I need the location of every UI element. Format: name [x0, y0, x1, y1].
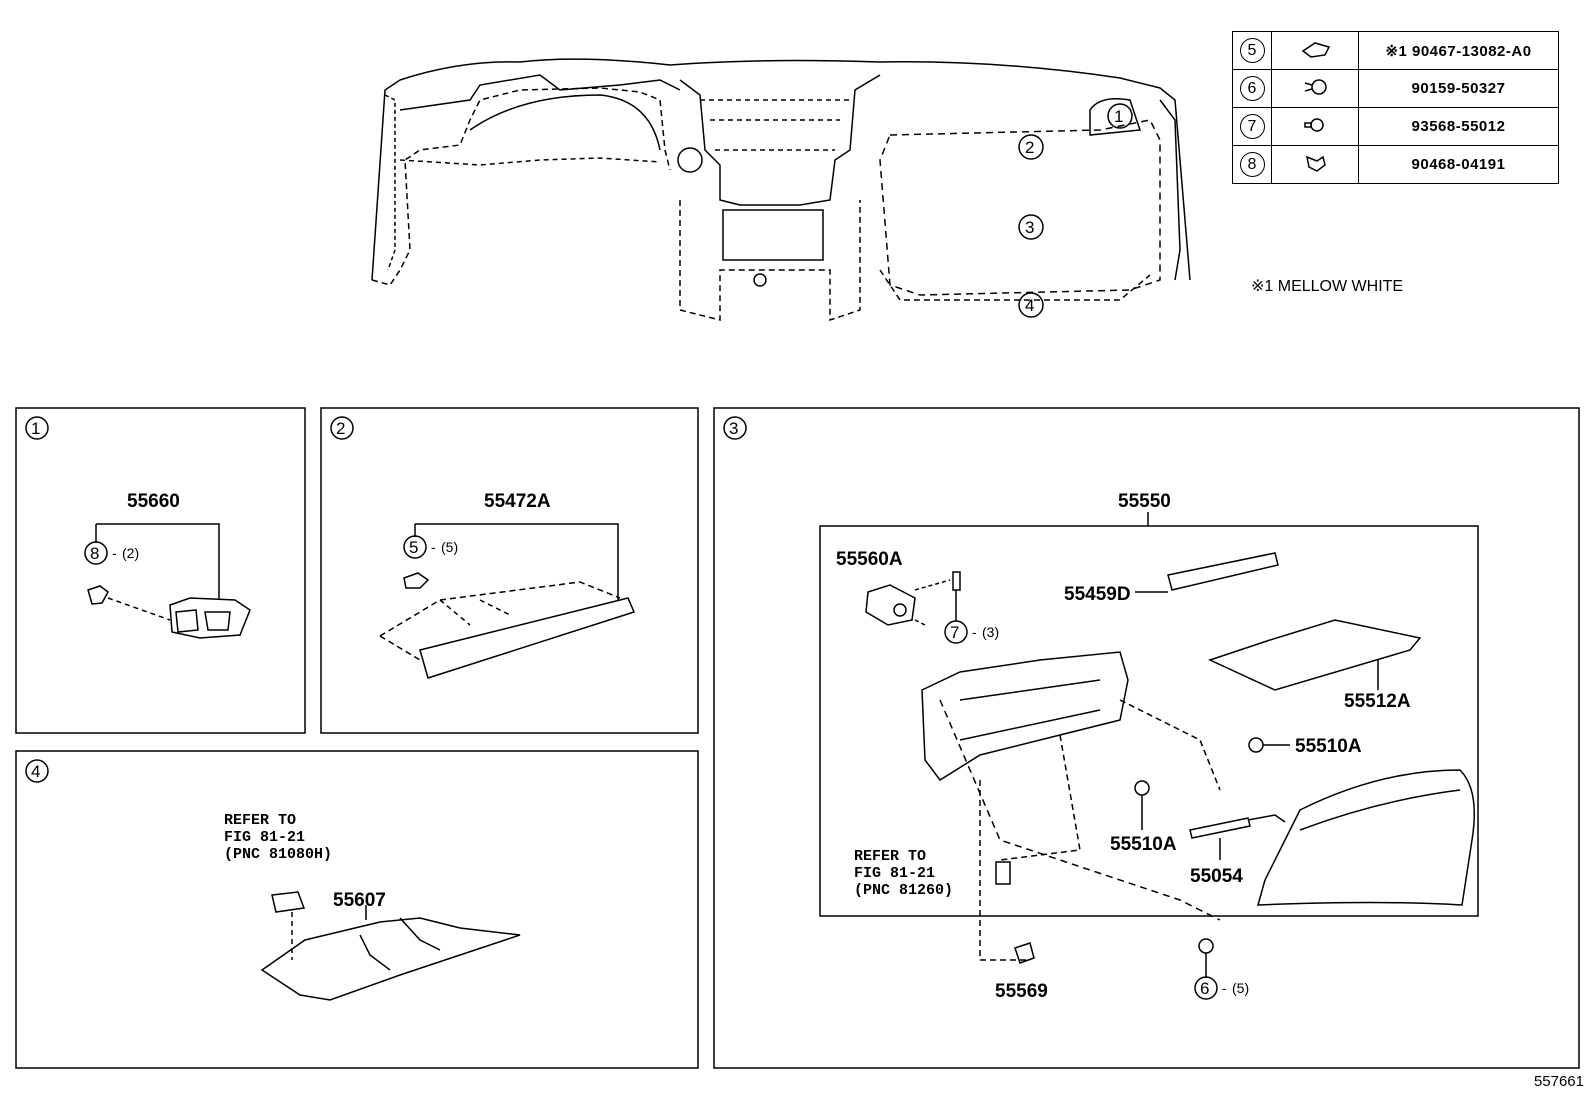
clamp-icon	[1305, 155, 1326, 172]
legend-part-number: 93568-55012	[1358, 107, 1559, 146]
part-55607-label: 55607	[333, 890, 386, 911]
color-note: ※1 MELLOW WHITE	[1251, 278, 1404, 295]
svg-text:-: -	[112, 545, 117, 561]
svg-text:6: 6	[1200, 979, 1209, 998]
panel-2-badge	[330, 416, 354, 440]
part-55510A-label-a: 55510A	[1295, 736, 1362, 757]
overview-callout-2	[1018, 134, 1044, 160]
legend-row: 8 90468-04191	[1232, 145, 1559, 184]
refer-note-81260: REFER TO FIG 81-21 (PNC 81260)	[854, 848, 954, 899]
legend-part-number: 90159-50327	[1358, 69, 1559, 108]
part-55512A-label: 55512A	[1344, 691, 1411, 712]
part-55472A-label: 55472A	[484, 491, 551, 512]
air-vent-part	[84, 523, 251, 639]
svg-text:7: 7	[950, 623, 959, 642]
overview-callout-3	[1018, 214, 1044, 240]
part-55054-label: 55054	[1190, 866, 1243, 887]
part-55660-label: 55660	[127, 491, 180, 512]
legend-num: 7	[1239, 114, 1265, 139]
panel-2-frame	[320, 407, 699, 734]
legend-num: 6	[1239, 76, 1265, 101]
svg-text:-: -	[972, 624, 977, 640]
svg-text:4: 4	[31, 762, 40, 781]
svg-text:2: 2	[1025, 138, 1034, 157]
lower-panel-part	[260, 891, 521, 1001]
panel-3-frame	[713, 407, 1580, 1069]
svg-text:(5): (5)	[441, 539, 458, 555]
svg-text:1: 1	[31, 419, 40, 438]
legend-row: 6 90159-50327	[1232, 69, 1559, 108]
part-55560A-label: 55560A	[836, 549, 903, 570]
panel-4-frame	[15, 750, 699, 1069]
legend-row: 7 93568-55012	[1232, 107, 1559, 146]
part-55550-label: 55550	[1118, 491, 1171, 512]
legend-part-number: ※1 90467-13082-A0	[1358, 31, 1559, 70]
legend-row: 5 ※1 90467-13082-A0	[1232, 31, 1559, 70]
glove-box-assembly	[819, 512, 1479, 1000]
screw-icon	[1304, 78, 1327, 95]
dashboard-overview	[371, 58, 1191, 322]
svg-text:3: 3	[729, 419, 738, 438]
overview-callout-1	[1107, 103, 1133, 129]
svg-text:(2): (2)	[122, 545, 139, 561]
illustration-id: 557661	[1533, 1073, 1584, 1090]
legend-part-number: 90468-04191	[1358, 145, 1559, 184]
svg-text:8: 8	[90, 544, 99, 563]
part-55510A-label-b: 55510A	[1110, 834, 1177, 855]
panel-4-badge	[25, 759, 49, 783]
part-55459D-label: 55459D	[1064, 584, 1131, 605]
part-55569-label: 55569	[995, 981, 1048, 1002]
panel-1-frame	[15, 407, 306, 734]
fastener-legend-table: 5 ※1 90467-13082-A0 6 90159-50327 7 9356…	[1232, 31, 1559, 184]
svg-text:4: 4	[1025, 296, 1034, 315]
svg-text:5: 5	[409, 538, 418, 557]
svg-text:2: 2	[336, 419, 345, 438]
legend-num: 8	[1239, 152, 1265, 177]
svg-text:-: -	[1222, 980, 1227, 996]
panel-1-badge	[25, 416, 49, 440]
legend-num: 5	[1239, 38, 1265, 63]
clip-icon	[1301, 41, 1331, 58]
trim-panel-part	[379, 523, 636, 679]
refer-note-81080H: REFER TO FIG 81-21 (PNC 81080H)	[224, 812, 333, 863]
svg-text:(3): (3)	[982, 624, 999, 640]
bolt-icon	[1304, 117, 1324, 132]
panel-3-badge	[723, 416, 747, 440]
svg-text:-: -	[431, 539, 436, 555]
svg-text:(5): (5)	[1232, 980, 1249, 996]
svg-text:3: 3	[1025, 218, 1034, 237]
overview-callout-4	[1018, 292, 1044, 318]
svg-text:1: 1	[1114, 107, 1123, 126]
